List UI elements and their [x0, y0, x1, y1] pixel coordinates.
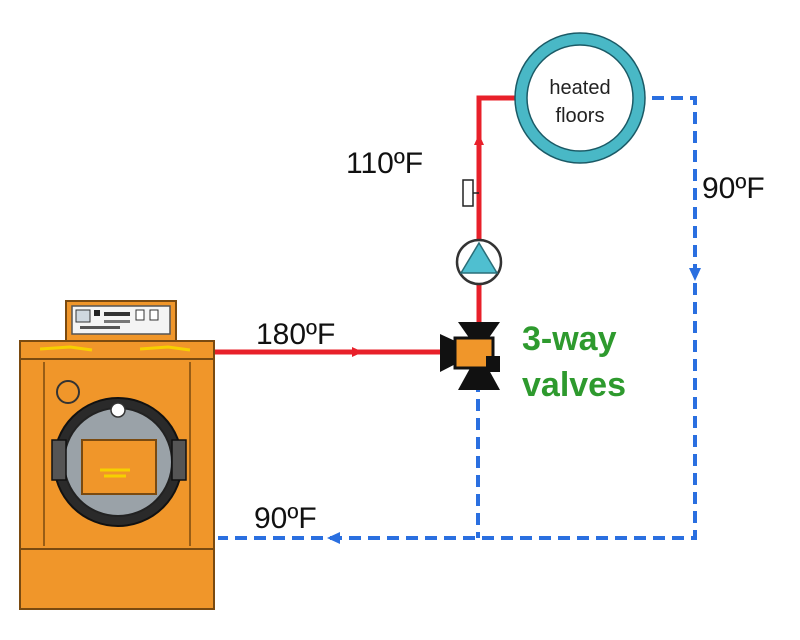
heated-floors-label-line1: heated — [549, 77, 610, 99]
return-arrow-down — [689, 268, 701, 281]
circulator-pump-icon — [455, 238, 503, 286]
heated-floors-outer-edge — [514, 32, 646, 164]
heated-floors-label-line2: floors — [556, 105, 605, 127]
heated-floors-inner — [526, 44, 634, 152]
boiler-fire-window — [81, 439, 157, 495]
boiler-gauge — [56, 380, 80, 404]
pump-impeller — [459, 241, 499, 274]
supply-boiler-temp-label: 180ºF — [256, 318, 335, 351]
valve-actuator-cap — [486, 356, 500, 372]
boiler-base — [19, 548, 215, 610]
supply-arrow-up — [474, 134, 484, 145]
valve-bottom-port — [458, 352, 500, 390]
supply-flow-arrows — [352, 134, 484, 357]
return-flow-arrows — [327, 268, 701, 544]
valve-label-line2: valves — [522, 366, 626, 404]
boiler-icon — [19, 300, 215, 610]
supply-floor-temp-label: 110ºF — [346, 147, 423, 180]
three-way-valve-icon — [440, 322, 500, 390]
return-piping — [218, 96, 697, 540]
return-pipe-floors-to-boiler — [218, 96, 697, 540]
return-boiler-temp-label: 90ºF — [254, 502, 317, 535]
temperature-sensor-icon — [462, 179, 479, 207]
valve-label-line1: 3-way — [522, 320, 617, 358]
supply-arrow-right — [352, 347, 363, 357]
return-arrow-left — [327, 532, 340, 544]
supply-pipe-valve-to-floors — [476, 95, 516, 330]
heated-floors-ring — [515, 33, 645, 163]
supply-piping — [214, 95, 516, 355]
return-floor-temp-label: 90ºF — [702, 172, 765, 205]
heated-floors-loop-icon: heated floors — [514, 32, 646, 164]
